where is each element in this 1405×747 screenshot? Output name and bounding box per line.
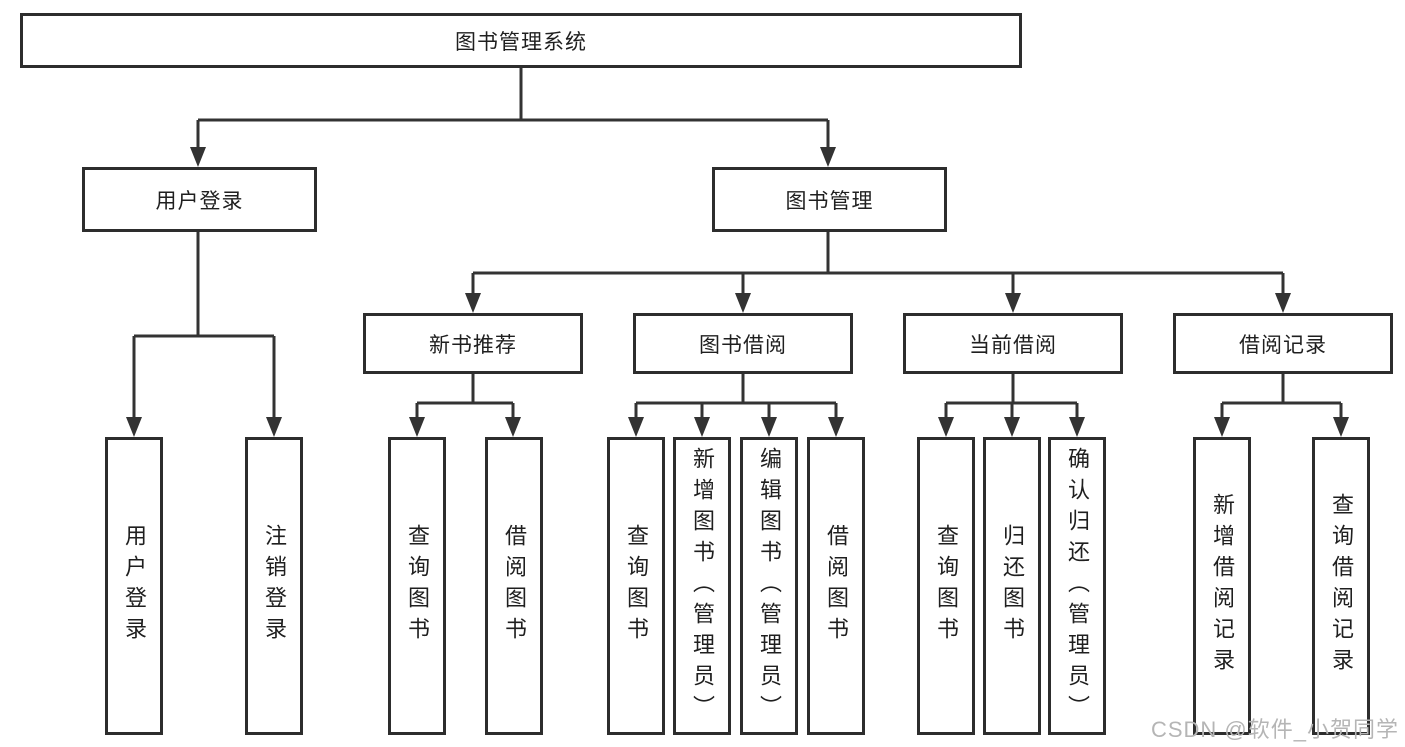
leaf-recommend-query-books: 查询图书: [388, 437, 446, 735]
node-current-borrow: 当前借阅: [903, 313, 1123, 374]
arrow-icon: [820, 147, 836, 167]
leaf-confirm-return-admin: 确认归还（管理员）: [1048, 437, 1106, 735]
leaf-edit-books-admin: 编辑图书（管理员）: [740, 437, 798, 735]
leaf-add-borrow-record: 新增借阅记录: [1193, 437, 1251, 735]
arrow-icon: [938, 417, 954, 437]
node-new-book-recommend: 新书推荐: [363, 313, 583, 374]
leaf-query-borrow-record-label: 查询借阅记录: [1329, 493, 1354, 679]
leaf-logout-label: 注销登录: [262, 524, 287, 648]
arrow-icon: [1214, 417, 1230, 437]
node-root-label: 图书管理系统: [455, 30, 587, 54]
leaf-current-query-books-label: 查询图书: [934, 524, 959, 648]
node-user-login: 用户登录: [82, 167, 317, 232]
leaf-current-query-books: 查询图书: [917, 437, 975, 735]
leaf-user-login: 用户登录: [105, 437, 163, 735]
node-book-borrow-label: 图书借阅: [699, 333, 787, 357]
leaf-borrow-books: 借阅图书: [807, 437, 865, 735]
node-book-borrow: 图书借阅: [633, 313, 853, 374]
node-new-book-recommend-label: 新书推荐: [429, 333, 517, 357]
leaf-logout: 注销登录: [245, 437, 303, 735]
arrow-icon: [409, 417, 425, 437]
leaf-add-books-admin: 新增图书（管理员）: [673, 437, 731, 735]
leaf-query-borrow-record: 查询借阅记录: [1312, 437, 1370, 735]
arrow-icon: [1069, 417, 1085, 437]
leaf-recommend-query-books-label: 查询图书: [405, 524, 430, 648]
arrow-icon: [761, 417, 777, 437]
csdn-watermark: CSDN @软件_小贺同学: [1150, 717, 1399, 742]
arrow-icon: [628, 417, 644, 437]
leaf-user-login-label: 用户登录: [122, 524, 147, 648]
arrow-icon: [828, 417, 844, 437]
node-root: 图书管理系统: [20, 13, 1022, 68]
leaf-borrow-query-books: 查询图书: [607, 437, 665, 735]
arrow-icon: [1333, 417, 1349, 437]
leaf-return-books: 归还图书: [983, 437, 1041, 735]
leaf-add-books-admin-label: 新增图书（管理员）: [690, 446, 715, 726]
arrow-icon: [735, 293, 751, 313]
leaf-borrow-books-label: 借阅图书: [824, 524, 849, 648]
leaf-confirm-return-admin-label: 确认归还（管理员）: [1065, 446, 1090, 726]
leaf-return-books-label: 归还图书: [1000, 524, 1025, 648]
arrow-icon: [505, 417, 521, 437]
leaf-edit-books-admin-label: 编辑图书（管理员）: [757, 446, 782, 726]
arrow-icon: [190, 147, 206, 167]
leaf-add-borrow-record-label: 新增借阅记录: [1210, 493, 1235, 679]
arrow-icon: [694, 417, 710, 437]
leaf-recommend-borrow-books-label: 借阅图书: [502, 524, 527, 648]
arrow-icon: [1005, 293, 1021, 313]
arrow-icon: [465, 293, 481, 313]
leaf-recommend-borrow-books: 借阅图书: [485, 437, 543, 735]
node-book-management: 图书管理: [712, 167, 947, 232]
node-current-borrow-label: 当前借阅: [969, 333, 1057, 357]
node-borrow-records-label: 借阅记录: [1239, 333, 1327, 357]
arrowheads: [126, 147, 1349, 437]
node-user-login-label: 用户登录: [155, 189, 244, 213]
node-book-management-label: 图书管理: [785, 189, 874, 213]
tree-edges: [132, 68, 1343, 419]
arrow-icon: [1275, 293, 1291, 313]
arrow-icon: [266, 417, 282, 437]
node-borrow-records: 借阅记录: [1173, 313, 1393, 374]
arrow-icon: [1004, 417, 1020, 437]
arrow-icon: [126, 417, 142, 437]
leaf-borrow-query-books-label: 查询图书: [624, 524, 649, 648]
